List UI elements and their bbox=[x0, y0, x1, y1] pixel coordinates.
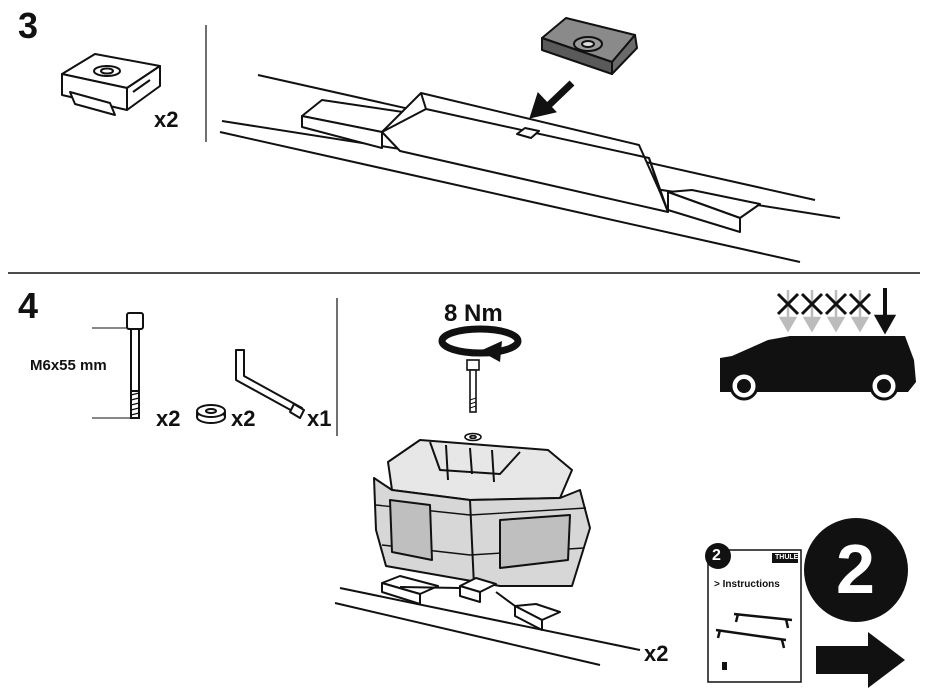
step-4-number: 4 bbox=[18, 285, 39, 326]
instruction-booklet bbox=[705, 543, 802, 683]
roof-rack-foot bbox=[373, 439, 591, 587]
foot-quantity: x2 bbox=[644, 641, 669, 666]
next-step-number: 2 bbox=[836, 530, 875, 608]
booklet-brand: THULE bbox=[775, 554, 799, 561]
step-3-number: 3 bbox=[18, 5, 39, 46]
bolt-icon bbox=[92, 312, 144, 419]
torque-arrow-icon bbox=[438, 325, 522, 362]
insert-arrow bbox=[529, 80, 575, 119]
washer-icon bbox=[196, 404, 226, 424]
washer-quantity: x2 bbox=[231, 406, 256, 431]
foot-rail bbox=[334, 575, 641, 666]
booklet-step-number: 2 bbox=[712, 547, 721, 564]
roof-rail bbox=[219, 74, 841, 263]
clip-icon bbox=[61, 53, 161, 116]
booklet-title: > Instructions bbox=[714, 579, 780, 590]
hex-key-icon bbox=[235, 349, 305, 419]
next-step-circle bbox=[804, 518, 908, 622]
car-icon bbox=[720, 336, 916, 401]
foot-bolt bbox=[464, 359, 482, 442]
bolt-quantity: x2 bbox=[156, 406, 181, 431]
torque-value: 8 Nm bbox=[444, 300, 503, 327]
hex-key-quantity: x1 bbox=[307, 406, 332, 431]
next-arrow-icon bbox=[816, 632, 905, 688]
clip-quantity: x2 bbox=[154, 107, 179, 132]
load-limit-icon bbox=[776, 288, 897, 335]
rail-clip bbox=[541, 17, 638, 75]
bolt-size-label: M6x55 mm bbox=[30, 357, 107, 374]
